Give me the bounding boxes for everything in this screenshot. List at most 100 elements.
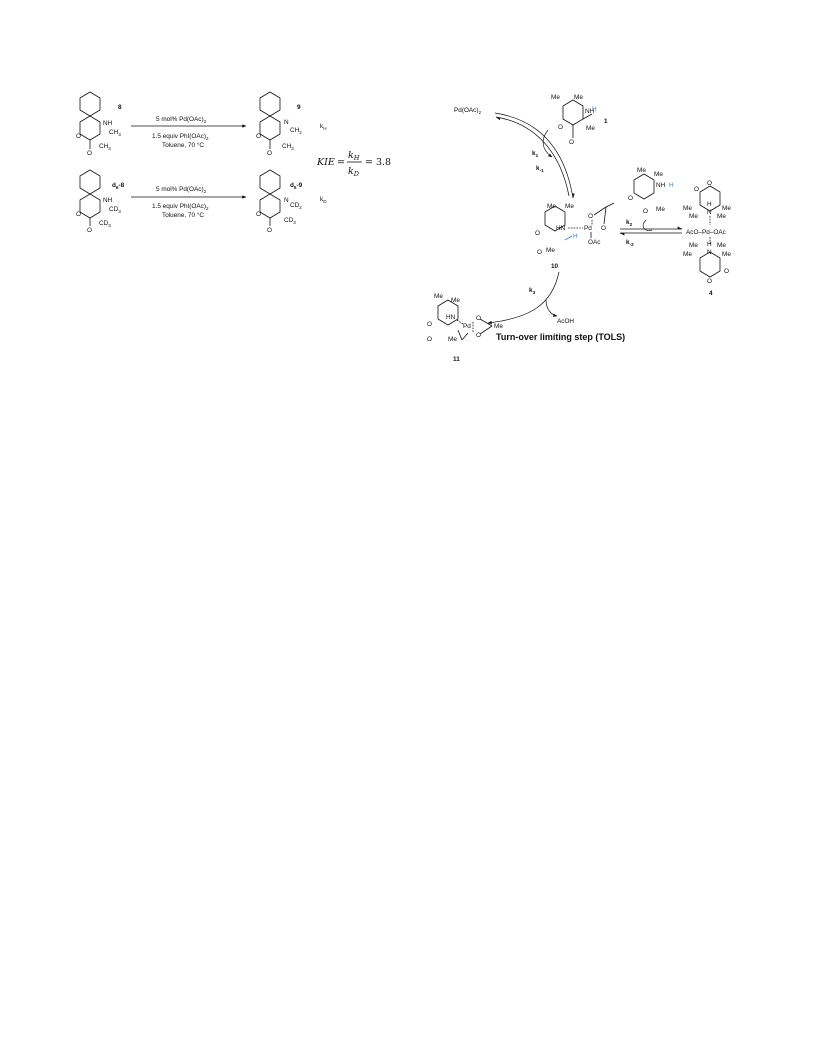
hn-group: HN	[556, 225, 566, 232]
acetate-ligand: OAc	[588, 239, 601, 246]
compound-label-d5-9: d5-9	[290, 182, 303, 190]
rate-k2: k2	[626, 219, 633, 227]
carbonyl-oxygen: O	[569, 139, 574, 146]
equilibrium-arrow-forward	[494, 112, 575, 199]
highlighted-hydrogen: H	[573, 233, 578, 240]
ring-oxygen: O	[256, 211, 261, 218]
h-atom: H	[707, 201, 712, 208]
methyl-group: Me	[494, 323, 503, 330]
methyl-group: Me	[586, 125, 595, 132]
substrate-1: NH O O Me Me Me H	[551, 94, 597, 146]
methyl-group: Me	[637, 167, 646, 174]
carbonyl-oxygen: O	[694, 186, 699, 193]
cd3-group: CD3	[99, 220, 111, 228]
palladium: Pd	[584, 225, 592, 232]
hn-group: HN	[446, 314, 456, 321]
substrate-entry-arrow-2	[642, 219, 653, 231]
methyl-group: Me	[717, 213, 726, 220]
rate-k-1: k-1	[536, 165, 544, 173]
methyl-group: Me	[683, 251, 692, 258]
rate-constant-kd: kD	[320, 196, 327, 204]
carbonyl-oxygen: O	[724, 268, 729, 275]
carbonyl-oxygen: O	[427, 336, 432, 343]
product-d5-9: N O O CD2 CD3	[256, 169, 302, 234]
acoh-label: AcOH	[557, 318, 574, 325]
methyl-group: Me	[574, 94, 583, 101]
reactant-d6-8: NH O O CD3 CD3	[76, 169, 121, 234]
methyl-group: Me	[722, 251, 731, 258]
product-9: N O O CH2 CH3	[256, 91, 302, 157]
methyl-group: CH3	[109, 129, 121, 137]
acetate-oxygen: O	[476, 332, 481, 339]
acetate-oxygen: O	[601, 225, 606, 232]
carbonyl-oxygen: O	[537, 249, 542, 256]
compound-label-8: 8	[118, 104, 122, 111]
cmd-arrow-k3	[487, 271, 560, 325]
methyl-group: Me	[448, 336, 457, 343]
ring-oxygen: O	[707, 278, 712, 285]
kie-equation: KIE = kH kD = 3.8	[316, 150, 391, 178]
h-atom: H	[707, 241, 712, 248]
ring-oxygen: O	[256, 133, 261, 140]
acetate-oxygen: O	[476, 315, 481, 322]
ring-oxygen: O	[76, 211, 81, 218]
highlighted-hydrogen: H	[592, 106, 597, 113]
methyl-group: Me	[689, 242, 698, 249]
equilibrium-arrow-reverse	[495, 116, 570, 197]
pd-bis-acetate: AcO–Pd–OAc	[686, 229, 727, 236]
ring-oxygen: O	[535, 230, 540, 237]
rate-k3: k3	[529, 287, 536, 295]
intermediate-10: Me Me HN Pd O O Me H O O OAc	[535, 202, 615, 256]
acetate-oxygen: O	[588, 213, 593, 220]
n-atom: N	[284, 119, 289, 126]
carbonyl-oxygen: O	[87, 150, 92, 157]
nh-group: NH	[585, 108, 595, 115]
acoh-release-arrow	[545, 299, 558, 317]
cd3-group: CD3	[109, 206, 121, 214]
palladacycle-11: Me Me HN O O Me Pd O O Me	[427, 293, 503, 343]
palladium: Pd	[463, 323, 471, 330]
carbonyl-oxygen: O	[643, 208, 648, 215]
compound-label-11: 11	[453, 356, 460, 363]
substrate-entry-arrow	[542, 129, 553, 158]
kie-denominator: kD	[348, 166, 360, 178]
nh-group: NH	[103, 197, 113, 204]
rate-k-2: k-2	[626, 239, 634, 247]
ring-oxygen: O	[427, 321, 432, 328]
kie-value: = 3.8	[365, 157, 391, 168]
compound-label-9: 9	[297, 104, 301, 111]
condition-catalyst: 5 mol% Pd(OAc)2	[156, 186, 207, 194]
methyl-group: Me	[722, 205, 731, 212]
compound-label-10: 10	[551, 263, 559, 270]
pd-oac2-label: Pd(OAc)2	[454, 107, 482, 115]
cd2-group: CD2	[290, 202, 302, 210]
ring-oxygen: O	[76, 133, 81, 140]
complex-4: O O Me Me Me Me H N AcO–Pd–OAc H N Me Me…	[683, 180, 731, 285]
reactant-8: NH O O CH3 CH3	[76, 91, 121, 157]
n-atom: N	[284, 197, 289, 204]
condition-solvent: Toluene, 70 °C	[162, 141, 204, 149]
methyl-group: Me	[451, 297, 460, 304]
ring-oxygen: O	[628, 195, 633, 202]
condition-oxidant: 1.5 equiv PhI(OAc)2	[152, 203, 209, 211]
cd3-group: CD3	[284, 217, 296, 225]
methyl-group: CH3	[99, 143, 111, 151]
condition-solvent: Toluene, 70 °C	[162, 211, 204, 219]
highlighted-hydrogen: H	[669, 182, 674, 189]
n-atom: N	[707, 209, 712, 216]
ring-oxygen: O	[707, 180, 712, 187]
carbonyl-oxygen: O	[267, 150, 272, 157]
rate-k1: k1	[532, 150, 539, 158]
rate-constant-kh: kH	[320, 123, 327, 131]
methyl-group: Me	[551, 94, 560, 101]
condition-catalyst: 5 mol% Pd(OAc)2	[156, 116, 207, 124]
methyl-group: Me	[565, 203, 574, 210]
methyl-group: Me	[547, 203, 556, 210]
compound-label-1: 1	[604, 118, 608, 125]
methyl-group: Me	[689, 213, 698, 220]
ch2-group: CH2	[290, 127, 302, 135]
carbonyl-oxygen: O	[267, 227, 272, 234]
nh-group: NH	[656, 182, 666, 189]
methyl-group: Me	[654, 171, 663, 178]
